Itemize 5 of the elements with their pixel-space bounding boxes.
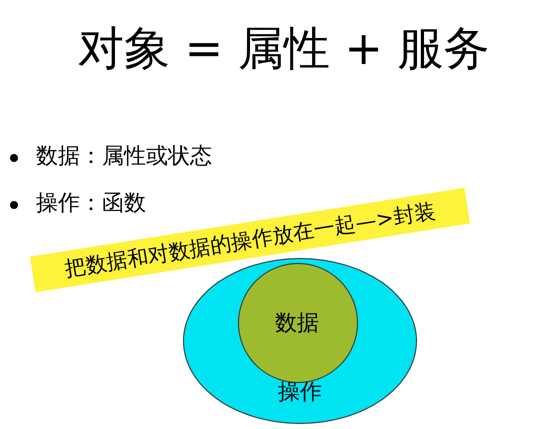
ellipse-label: 数据 [275, 310, 319, 338]
ellipse-label: 操作 [278, 379, 322, 407]
bullet-text: 操作：函数 [36, 190, 146, 218]
bullet-text: 数据：属性或状态 [36, 143, 212, 171]
slide-title: 对象 = 属性 + 服务 [78, 20, 490, 77]
